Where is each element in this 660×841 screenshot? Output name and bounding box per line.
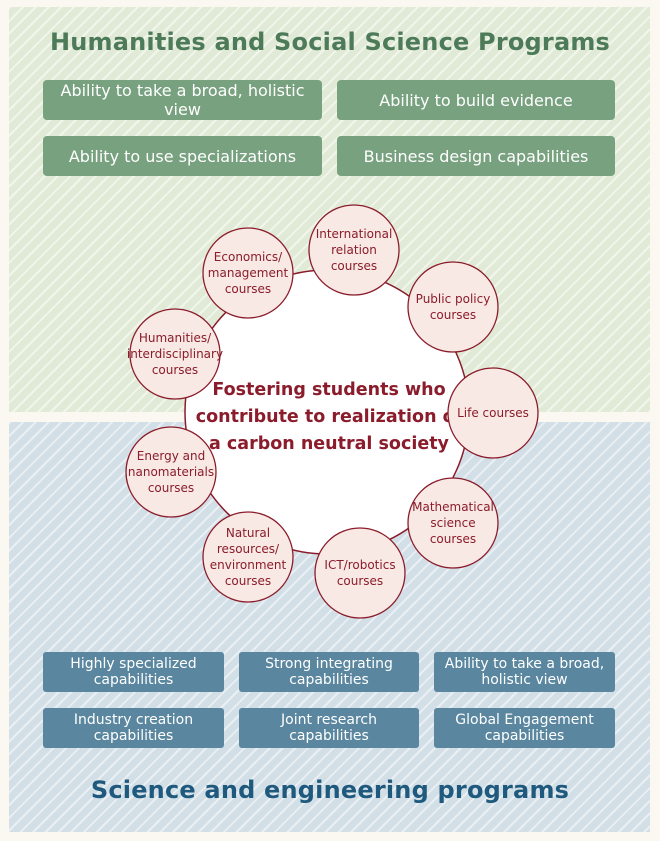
course-label-line: courses: [225, 574, 271, 588]
course-circle: [308, 204, 400, 296]
science-capability-box: Industry creation capabilities: [43, 708, 224, 748]
course-label-line: Economics/: [214, 250, 283, 264]
course-label-line: ICT/robotics: [324, 558, 395, 572]
course-label-line: courses: [331, 259, 377, 273]
course-mathematical: Mathematical science courses: [407, 477, 499, 569]
course-circle: [407, 477, 499, 569]
course-circle: [447, 367, 539, 459]
science-capability-box: Strong integrating capabilities: [239, 652, 419, 692]
course-label-line: Life courses: [457, 406, 529, 420]
course-label-line: nanomaterials: [128, 465, 214, 479]
humanities-capability-box: Ability to build evidence: [337, 80, 615, 120]
course-economics: Economics/management courses: [202, 227, 294, 319]
center-statement-line: a carbon neutral society: [209, 434, 450, 454]
course-energy: Energy and nanomaterials courses: [125, 426, 217, 518]
science-capability-box: Highly specialized capabilities: [43, 652, 224, 692]
course-label-line: courses: [430, 308, 476, 322]
course-label-line: courses: [225, 282, 271, 296]
science-capability-box: Joint research capabilities: [239, 708, 419, 748]
course-label-line: Mathematical: [412, 500, 494, 514]
center-statement-line: contribute to realization of: [196, 407, 463, 427]
course-life: Life courses: [447, 367, 539, 459]
course-label-line: Humanities/: [139, 331, 212, 345]
course-circle: [125, 426, 217, 518]
humanities-capability-box: Business design capabilities: [337, 136, 615, 176]
center-statement-line: Fostering students who: [212, 380, 445, 400]
course-label-line: Public policy: [416, 292, 491, 306]
course-circle: [129, 308, 221, 400]
course-circle: [202, 511, 294, 603]
course-international: International relation courses: [308, 204, 400, 296]
course-label-line: relation: [331, 243, 377, 257]
humanities-title: Humanities and Social Science Programs: [49, 28, 611, 56]
course-label-line: International: [316, 227, 393, 241]
course-label-line: Natural: [226, 526, 270, 540]
science-title: Science and engineering programs: [90, 776, 570, 804]
course-label-line: science: [430, 516, 475, 530]
course-label-line: resources/: [217, 542, 280, 556]
course-label-line: interdisciplinary: [127, 347, 223, 361]
course-label-line: management: [208, 266, 289, 280]
course-natural: Natural resources/environment courses: [202, 511, 294, 603]
course-circle: [314, 527, 406, 619]
course-label-line: Energy and: [137, 449, 205, 463]
course-label-line: courses: [430, 532, 476, 546]
humanities-panel: [9, 7, 650, 412]
course-humanities: Humanities/interdisciplinary courses: [127, 308, 223, 400]
course-label-line: courses: [152, 363, 198, 377]
course-circle: [202, 227, 294, 319]
science-capability-box: Ability to take a broad, holistic view: [434, 652, 615, 692]
science-capability-box: Global Engagement capabilities: [434, 708, 615, 748]
course-label-line: courses: [148, 481, 194, 495]
course-public-policy: Public policy courses: [407, 261, 499, 353]
course-label-line: environment: [210, 558, 287, 572]
course-label-line: courses: [337, 574, 383, 588]
course-ict: ICT/robotics courses: [314, 527, 406, 619]
humanities-capability-box: Ability to use specializations: [43, 136, 322, 176]
course-circle: [407, 261, 499, 353]
humanities-capability-box: Ability to take a broad, holistic view: [43, 80, 322, 120]
